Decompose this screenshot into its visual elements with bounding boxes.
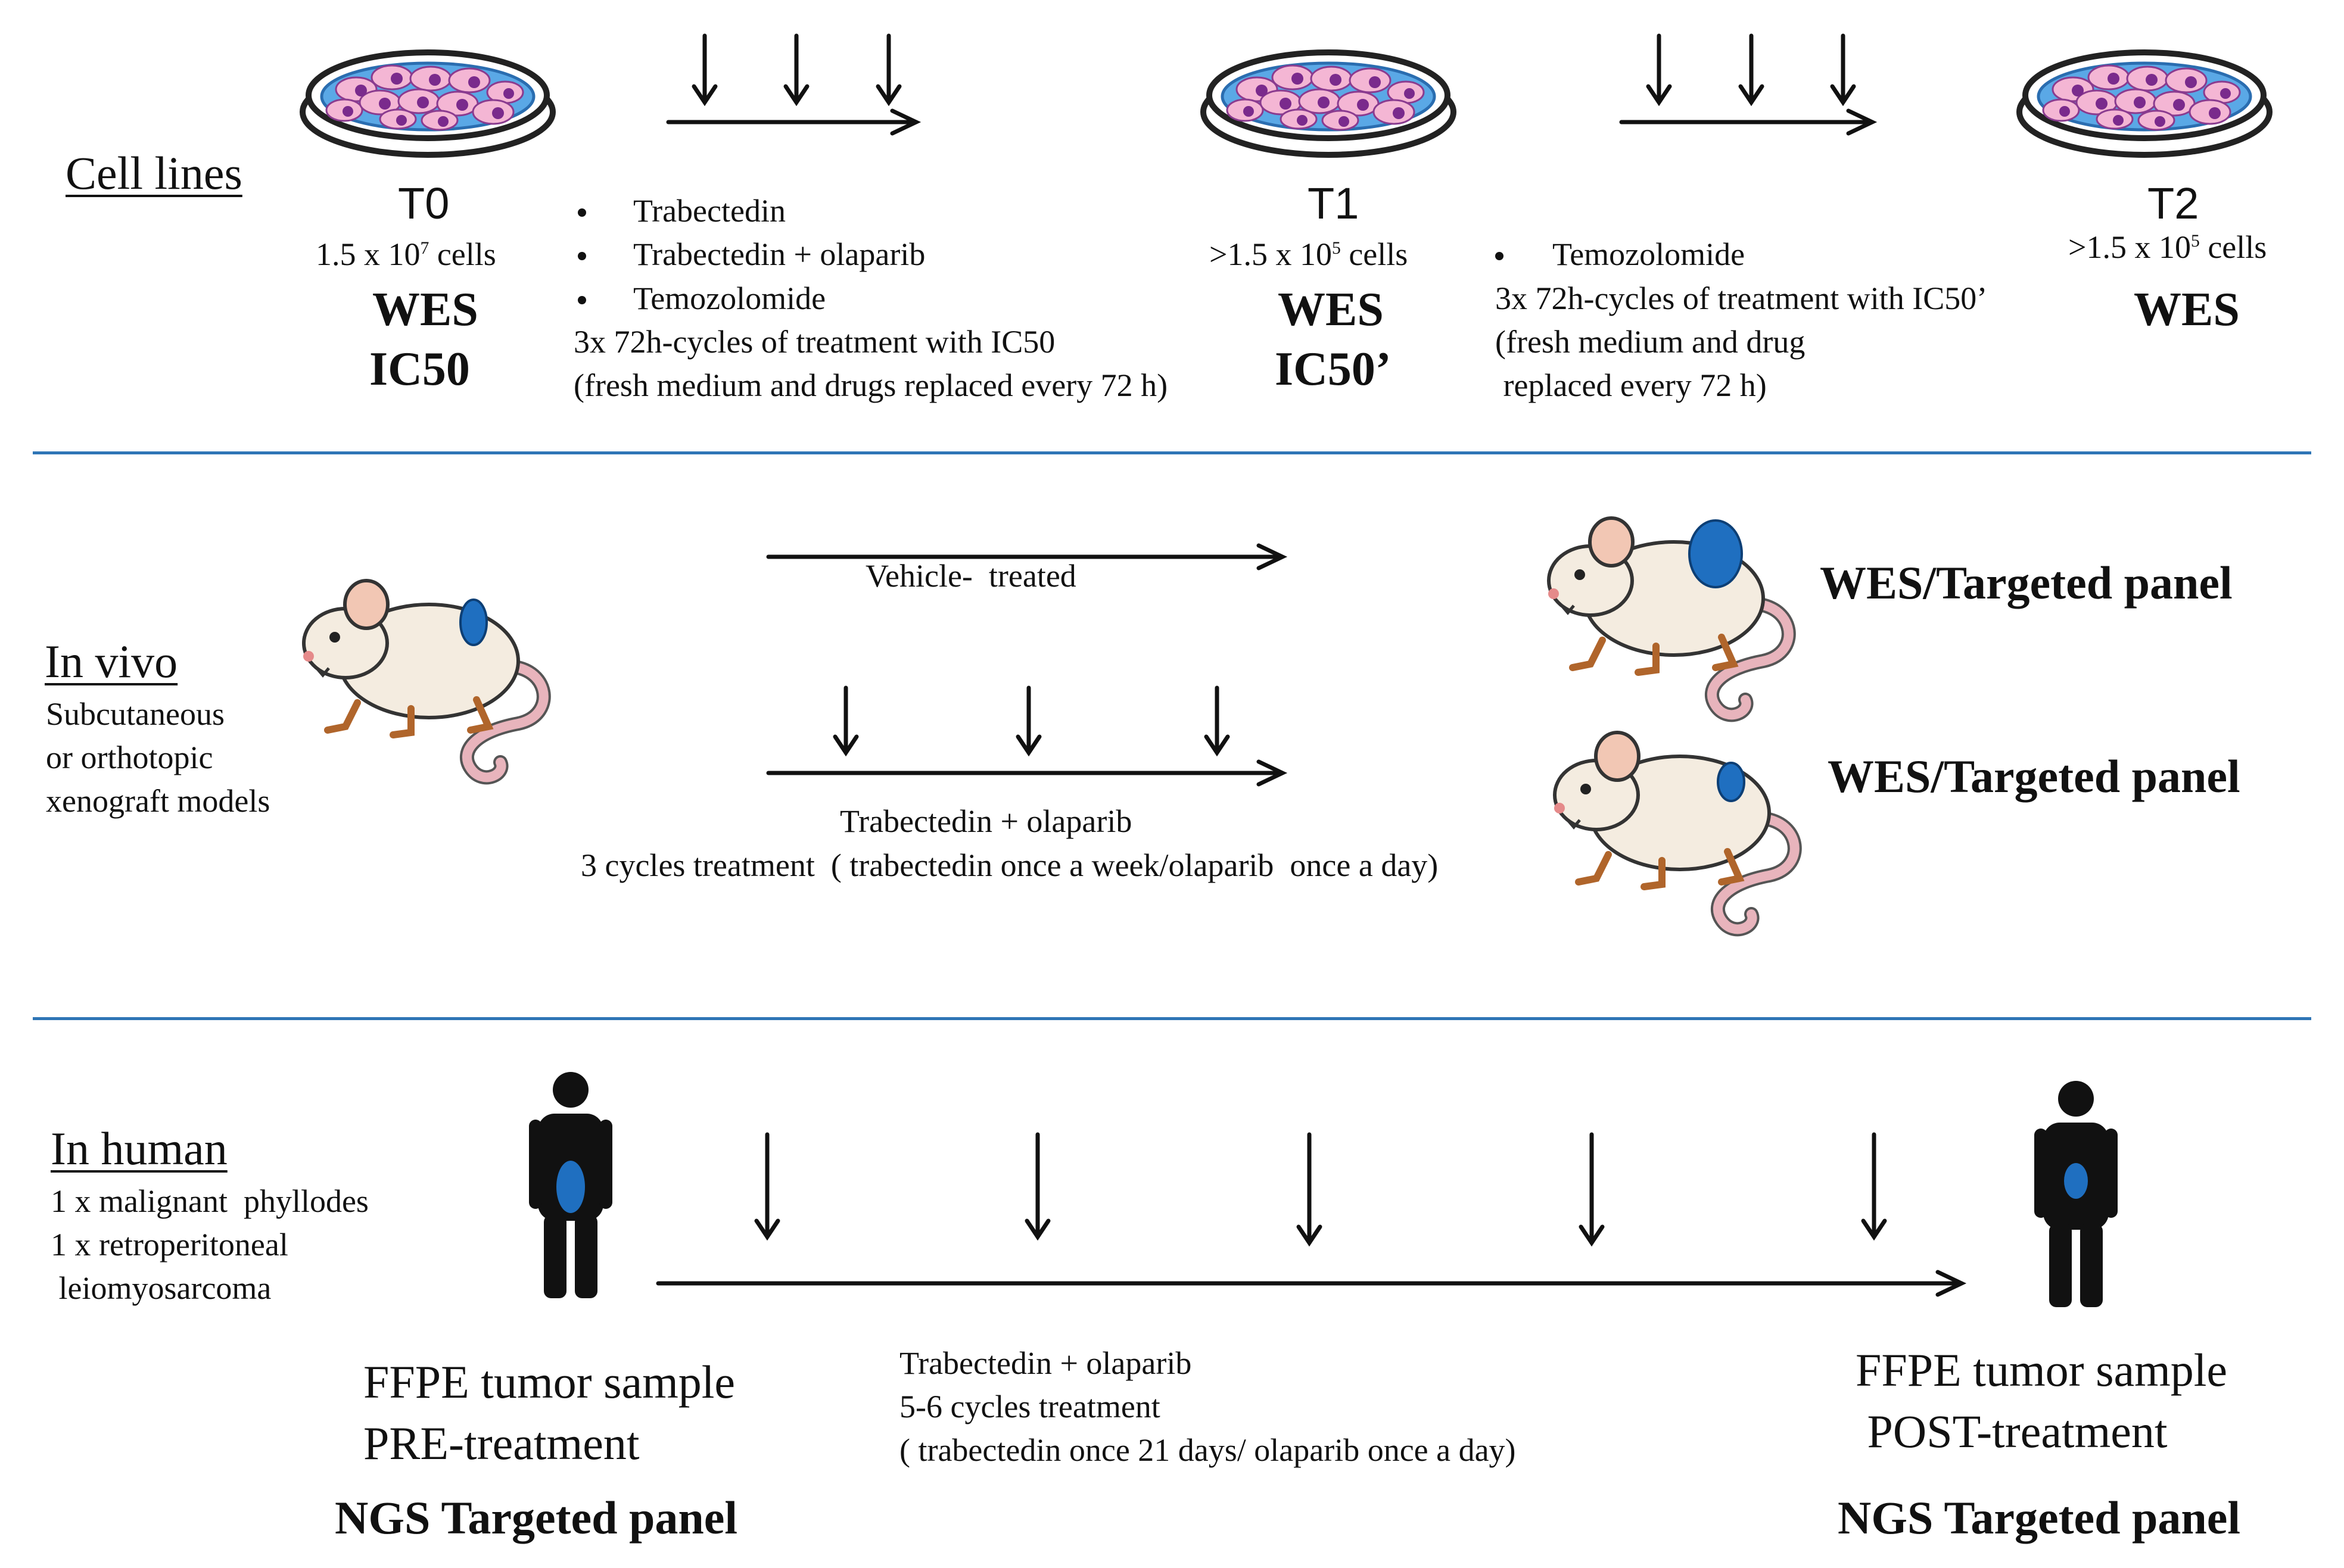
treatment1-cycles: 3x 72h-cycles of treatment with IC50 bbox=[574, 324, 1056, 360]
tumor-icon-post bbox=[2064, 1163, 2088, 1199]
tumor-icon-baseline bbox=[459, 598, 488, 646]
in-vivo-desc-1: Subcutaneous bbox=[46, 696, 225, 732]
in-vivo-arrows bbox=[766, 543, 1288, 787]
treatment2-note-2: replaced every 72 h) bbox=[1495, 367, 1767, 403]
in-vivo-result-vehicle: WES/Targeted panel bbox=[1820, 557, 2233, 609]
treatment1-drug-1: Trabectedin bbox=[633, 193, 786, 229]
in-human-desc-3: leiomyosarcoma bbox=[51, 1270, 272, 1306]
bullet-1 bbox=[578, 208, 586, 217]
t0-wes: WES bbox=[372, 283, 478, 336]
bullet-4 bbox=[1495, 252, 1503, 260]
t1-ic50: IC50’ bbox=[1275, 343, 1392, 395]
in-human-desc-1: 1 x malignant phyllodes bbox=[51, 1183, 369, 1219]
mouse-icon-baseline bbox=[303, 581, 544, 777]
t0-label: T0 bbox=[398, 179, 450, 228]
t0-ic50: IC50 bbox=[369, 343, 470, 395]
in-human-treatment-schedule: ( trabectedin once 21 days/ olaparib onc… bbox=[899, 1432, 1516, 1468]
treatment1-drug-2: Trabectedin + olaparib bbox=[633, 236, 926, 272]
vehicle-label: Vehicle- treated bbox=[866, 558, 1076, 594]
separator-2 bbox=[33, 1017, 2311, 1020]
tumor-icon-treated bbox=[1717, 762, 1745, 802]
cell-lines-heading: Cell lines bbox=[66, 147, 242, 199]
pre-treatment-label: PRE-treatment bbox=[363, 1417, 640, 1469]
in-human-heading: In human bbox=[51, 1123, 228, 1174]
in-vivo-heading: In vivo bbox=[45, 635, 178, 687]
tumor-icon-vehicle bbox=[1688, 519, 1743, 588]
bullet-2 bbox=[578, 252, 586, 260]
treatment2-drug: Temozolomide bbox=[1552, 236, 1745, 272]
in-human-desc-2: 1 x retroperitoneal bbox=[51, 1227, 288, 1262]
petri-dish-icon-t1 bbox=[1203, 52, 1453, 155]
t1-label: T1 bbox=[1308, 179, 1359, 228]
t0-cell-count: 1.5 x 107 cells bbox=[316, 236, 496, 272]
in-human-arrows bbox=[656, 1132, 1967, 1297]
treatment1-note: (fresh medium and drugs replaced every 7… bbox=[574, 367, 1168, 403]
t2-wes: WES bbox=[2134, 283, 2240, 336]
treatment1-drug-3: Temozolomide bbox=[633, 280, 826, 316]
treatment2-note-1: (fresh medium and drug bbox=[1495, 324, 1806, 360]
in-human-treatment-drug: Trabectedin + olaparib bbox=[899, 1345, 1192, 1381]
cell-line-arrows-2 bbox=[1619, 33, 1878, 136]
post-treatment-label: POST-treatment bbox=[1856, 1405, 2168, 1457]
petri-dish-icon-t0 bbox=[303, 52, 553, 155]
in-vivo-treatment-schedule: 3 cycles treatment ( trabectedin once a … bbox=[581, 847, 1439, 883]
in-vivo-desc-2: or orthotopic bbox=[46, 740, 213, 775]
in-vivo-desc-3: xenograft models bbox=[46, 783, 270, 819]
post-sample-label: FFPE tumor sample bbox=[1856, 1344, 2228, 1396]
t1-cell-count: >1.5 x 105 cells bbox=[1209, 236, 1408, 272]
in-vivo-treatment-drug: Trabectedin + olaparib bbox=[840, 803, 1132, 839]
pre-ngs-panel: NGS Targeted panel bbox=[335, 1492, 738, 1544]
t1-wes: WES bbox=[1278, 283, 1384, 336]
mouse-icon-vehicle bbox=[1548, 518, 1789, 715]
mouse-icon-treated bbox=[1554, 732, 1795, 929]
pre-sample-label: FFPE tumor sample bbox=[363, 1356, 736, 1408]
in-human-treatment-cycles: 5-6 cycles treatment bbox=[899, 1389, 1160, 1424]
tumor-icon-pre bbox=[556, 1161, 585, 1213]
treatment2-cycles: 3x 72h-cycles of treatment with IC50’ bbox=[1495, 280, 1988, 316]
bullet-3 bbox=[578, 296, 586, 304]
petri-dish-icon-t2 bbox=[2019, 52, 2270, 155]
t2-label: T2 bbox=[2147, 179, 2199, 228]
cell-line-arrows-1 bbox=[666, 33, 922, 136]
t2-cell-count: >1.5 x 105 cells bbox=[2068, 229, 2267, 265]
post-ngs-panel: NGS Targeted panel bbox=[1838, 1492, 2241, 1544]
separator-1 bbox=[33, 451, 2311, 454]
in-vivo-result-treated: WES/Targeted panel bbox=[1828, 750, 2240, 802]
